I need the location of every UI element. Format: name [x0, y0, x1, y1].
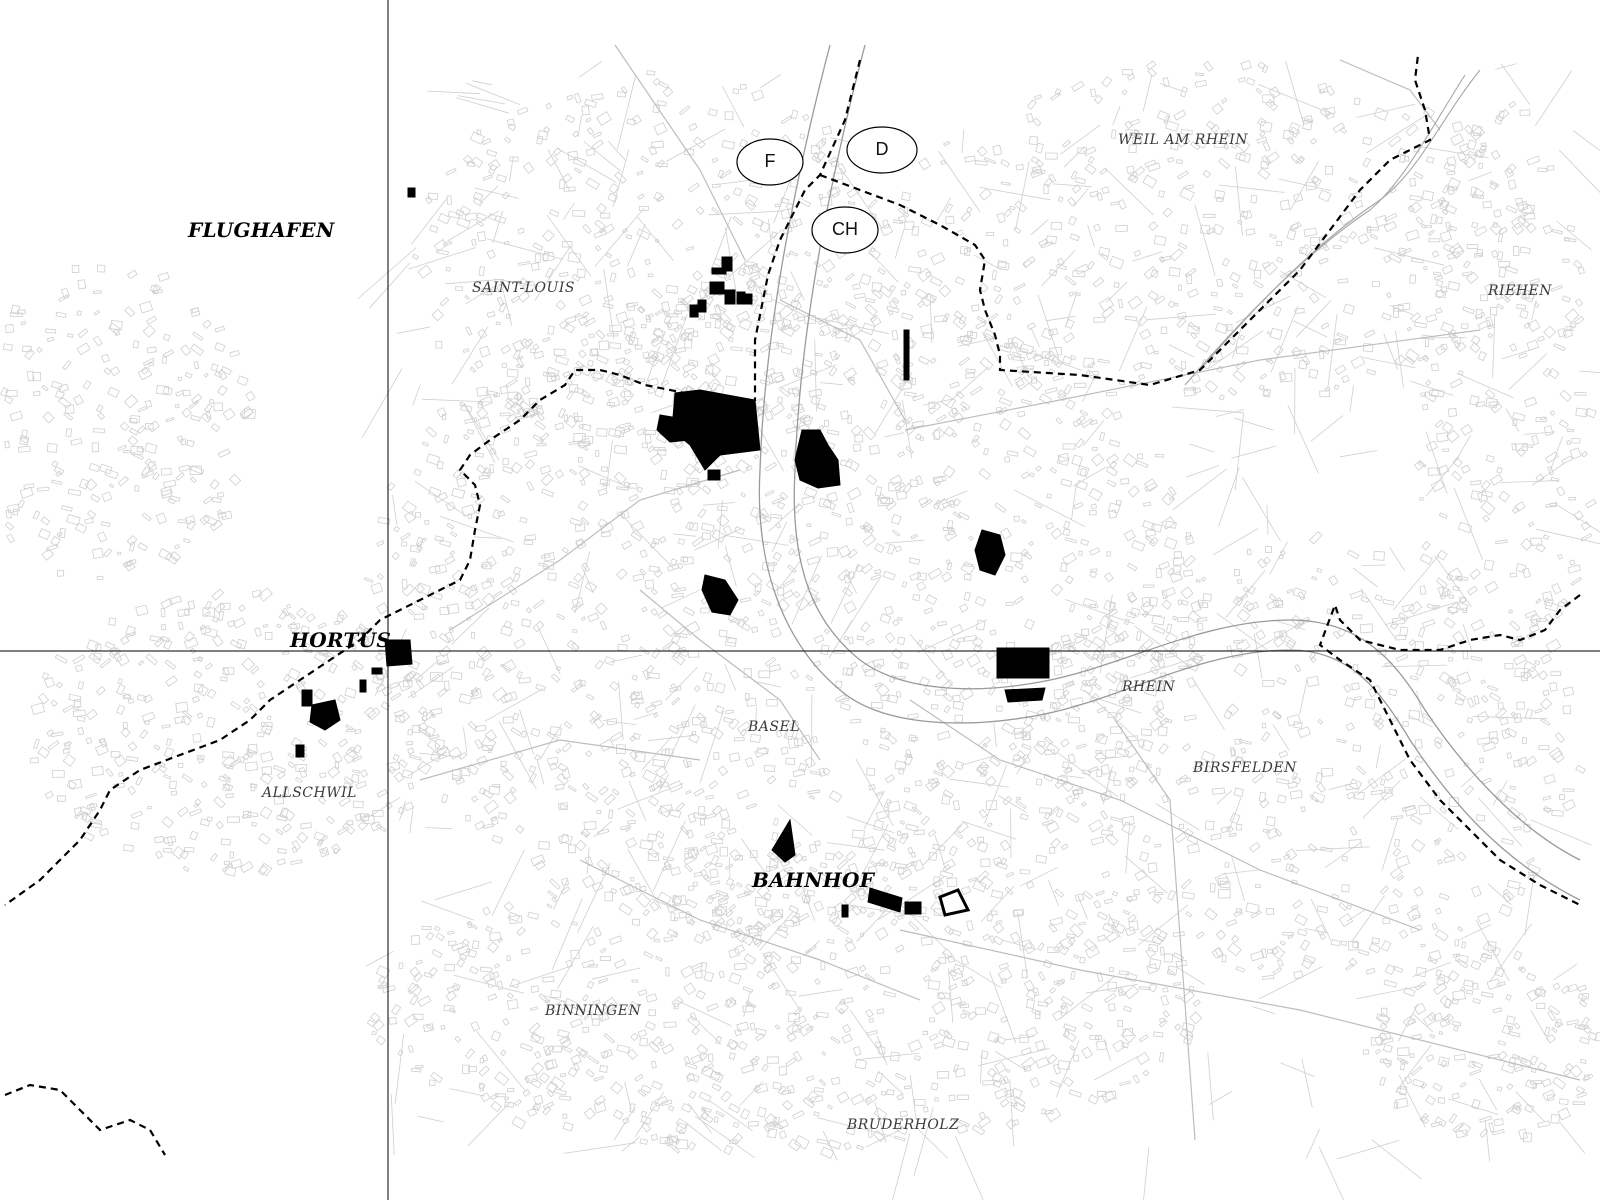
- label-bruderholz: BRUDERHOLZ: [847, 1117, 960, 1133]
- highlighted-site-buildings: [295, 187, 1050, 918]
- label-flughafen: FLUGHAFEN: [188, 218, 335, 242]
- urban-fabric: [0, 60, 1600, 1200]
- wiese-river: [1184, 69, 1481, 386]
- label-rhein: RHEIN: [1122, 679, 1176, 695]
- rhine-river: [758, 44, 1581, 901]
- label-basel: BASEL: [748, 719, 801, 735]
- country-marker-switzerland: CH: [832, 219, 858, 239]
- label-binningen: BINNINGEN: [545, 1003, 642, 1019]
- label-birsfelden: BIRSFELDEN: [1193, 760, 1297, 776]
- label-allschwil: ALLSCHWIL: [262, 785, 357, 801]
- label-riehen: RIEHEN: [1488, 283, 1552, 299]
- label-hortus: HORTUS: [290, 628, 392, 652]
- label-bahnhof: BAHNHOF: [752, 868, 875, 892]
- country-marker-germany: D: [875, 139, 889, 159]
- country-marker-ellipses: [736, 126, 918, 254]
- national-border: [4, 54, 1581, 1156]
- label-saint-louis: SAINT-LOUIS: [472, 280, 575, 296]
- label-weil-am-rhein: WEIL AM RHEIN: [1118, 132, 1249, 148]
- country-marker-france: F: [764, 151, 776, 171]
- major-roads: [419, 44, 1581, 1141]
